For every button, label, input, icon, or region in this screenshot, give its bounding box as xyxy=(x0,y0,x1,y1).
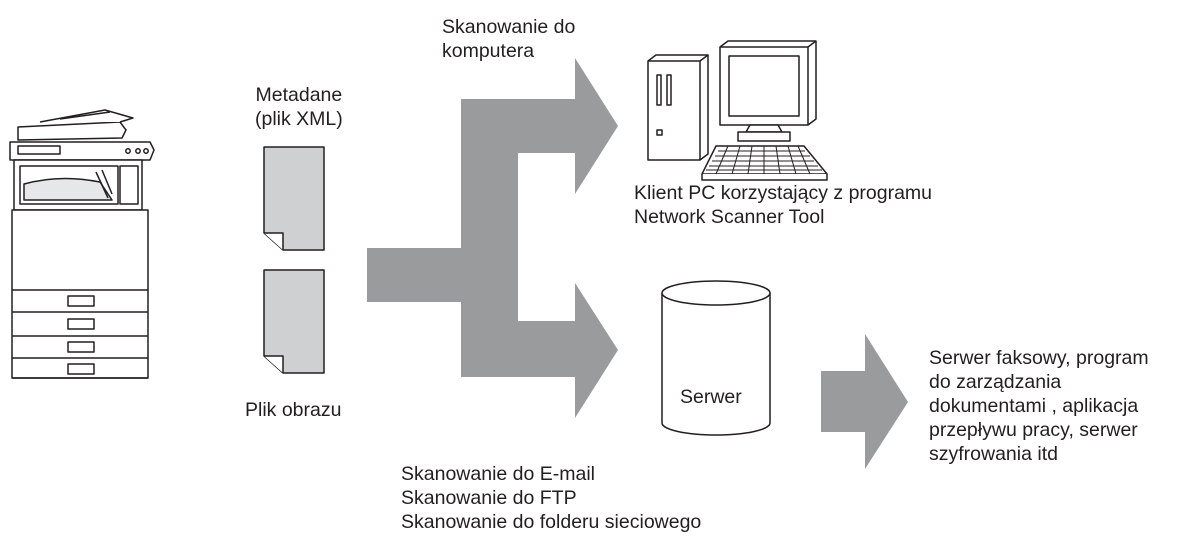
server-applications-line: dokumentami , aplikacja xyxy=(929,395,1139,417)
server-applications-line: do zarządzania xyxy=(929,371,1062,393)
document-icon xyxy=(263,146,325,251)
scan-method-item: Skanowanie do folderu sieciowego xyxy=(401,511,702,533)
server-applications-line: szyfrowania itd xyxy=(929,443,1058,465)
document-icon xyxy=(263,269,325,374)
scan-method-item: Skanowanie do FTP xyxy=(401,487,577,509)
scan-to-computer-line: komputera xyxy=(442,40,535,62)
server-label: Serwer xyxy=(680,386,742,408)
pc-client-label: Klient PC korzystający z programu Networ… xyxy=(634,181,932,229)
image-file-label: Plik obrazu xyxy=(245,399,342,421)
server-applications-label: Serwer faksowy, program do zarządzania d… xyxy=(929,346,1149,466)
pc-client-line: Klient PC korzystający z programu xyxy=(634,182,933,204)
metadata-label-line: Metadane xyxy=(255,84,343,106)
flow-arrow-icon xyxy=(367,58,618,418)
flow-arrow-icon xyxy=(821,334,908,469)
metadata-label: Metadane (plik XML) xyxy=(255,83,343,131)
multifunction-printer-icon xyxy=(9,109,155,379)
scan-to-computer-label: Skanowanie do komputera xyxy=(442,15,575,63)
server-applications-line: przepływu pracy, serwer xyxy=(929,419,1138,441)
database-cylinder-icon xyxy=(661,280,771,436)
desktop-computer-icon xyxy=(647,40,828,181)
pc-client-line: Network Scanner Tool xyxy=(634,206,825,228)
scan-to-computer-line: Skanowanie do xyxy=(442,16,576,38)
server-applications-line: Serwer faksowy, program xyxy=(929,347,1149,369)
metadata-label-line: (plik XML) xyxy=(255,108,343,130)
scan-methods-list: Skanowanie do E-mail Skanowanie do FTP S… xyxy=(401,462,701,534)
scan-method-item: Skanowanie do E-mail xyxy=(401,463,596,485)
